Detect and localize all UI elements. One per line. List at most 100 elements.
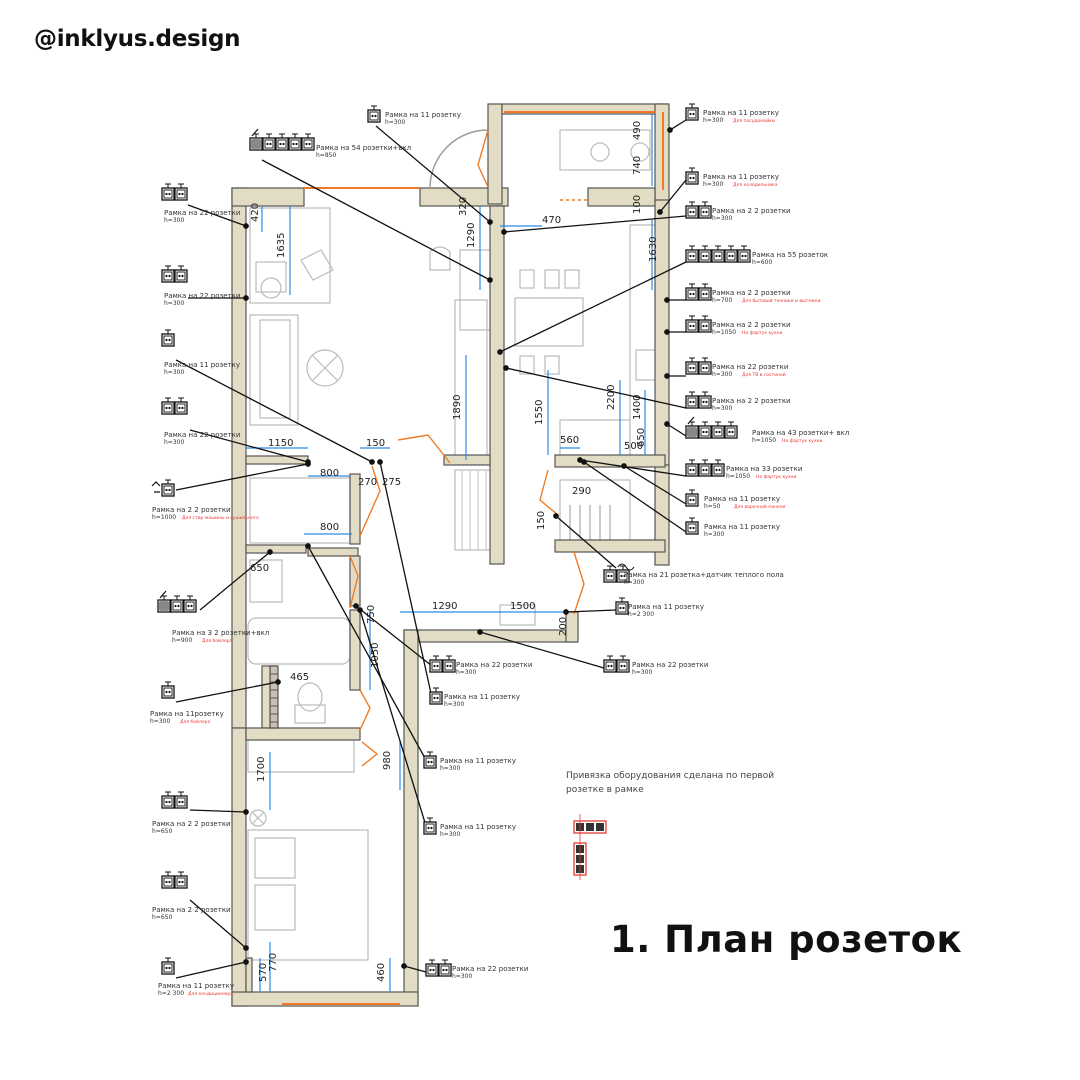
socket-height: h=2 300 xyxy=(628,611,654,618)
socket-point xyxy=(243,809,249,815)
socket-point xyxy=(305,461,311,467)
socket-point xyxy=(664,421,670,427)
socket-height: h=50 xyxy=(704,503,721,510)
socket-callout: Рамка на 21 розетка+датчик теплого полаh… xyxy=(603,563,784,586)
socket-block-icon xyxy=(603,563,635,583)
socket-block-icon xyxy=(161,791,188,809)
socket-height: h=300 xyxy=(624,579,644,586)
socket-height: h=700 xyxy=(712,297,732,304)
socket-label: Рамка на 11 розетку xyxy=(704,495,780,503)
socket-block-icon xyxy=(161,183,188,201)
socket-block-icon xyxy=(685,489,699,507)
socket-point xyxy=(243,295,249,301)
socket-label: Рамка на 33 розетки xyxy=(726,465,802,473)
socket-label: Рамка на 2 2 розетки xyxy=(152,906,231,914)
sink xyxy=(635,349,657,381)
socket-block-icon xyxy=(161,265,188,283)
shelf xyxy=(499,604,536,626)
socket-note: Для кондиционера xyxy=(188,991,233,997)
walls xyxy=(231,103,670,1007)
dimension-label: 1700 xyxy=(256,757,267,782)
socket-point xyxy=(401,963,407,969)
leader-line xyxy=(555,515,617,569)
dimension-label: 740 xyxy=(632,156,643,175)
wall-hatch xyxy=(269,665,279,729)
socket-block-icon xyxy=(429,687,443,705)
socket-label: Рамка на 2 2 розетки xyxy=(152,506,231,514)
socket-block-icon xyxy=(423,751,437,769)
socket-block-icon xyxy=(161,957,175,975)
socket-point xyxy=(501,229,507,235)
socket-block-icon xyxy=(685,103,699,121)
dimension-label: 1630 xyxy=(648,237,659,262)
socket-label: Рамка на 11 розетку xyxy=(385,111,461,119)
socket-block-icon xyxy=(249,128,315,151)
socket-point xyxy=(243,945,249,951)
dimension-label: 320 xyxy=(458,197,469,216)
leader-line xyxy=(175,961,247,979)
leader-line xyxy=(659,179,687,213)
socket-height: h=1050 xyxy=(752,437,776,444)
socket-label: Рамка на 21 розетка+датчик теплого пола xyxy=(624,571,784,579)
balcony-table xyxy=(559,129,651,171)
leader-line xyxy=(503,215,687,233)
dimension-label: 1290 xyxy=(432,601,457,612)
socket-point xyxy=(487,219,493,225)
socket-block-icon xyxy=(685,283,712,301)
socket-point xyxy=(243,959,249,965)
socket-label: Рамка на 2 2 розетки xyxy=(152,820,231,828)
leader-line xyxy=(669,119,687,131)
lamp xyxy=(260,277,282,299)
leader-line xyxy=(189,809,247,813)
socket-label: Рамка на 55 розеток xyxy=(752,251,828,259)
leader-line xyxy=(175,359,373,463)
socket-label: Рамка на 11 розетку xyxy=(164,361,240,369)
dimension-label: 1150 xyxy=(268,438,293,449)
dimension-label: 770 xyxy=(268,953,279,972)
legend-line-1: Привязка оборудования сделана по первой xyxy=(566,771,774,781)
water-icon xyxy=(151,481,161,493)
leader-line xyxy=(375,125,491,223)
socket-height: h=850 xyxy=(316,152,336,159)
socket-note: Для бытовой техники и вытяжки xyxy=(742,297,821,304)
socket-point xyxy=(377,459,383,465)
dimension-label: 650 xyxy=(636,428,647,447)
socket-point xyxy=(357,607,363,613)
armchair xyxy=(300,249,334,281)
dimension-label: 470 xyxy=(542,215,561,226)
socket-point xyxy=(353,603,359,609)
dimension-lines xyxy=(246,114,653,992)
dimension-label: 270 xyxy=(358,477,377,488)
socket-point xyxy=(621,463,627,469)
leader-line xyxy=(359,609,427,827)
dimension-label: 1890 xyxy=(452,395,463,420)
socket-block-icon xyxy=(161,329,175,347)
leader-line xyxy=(175,463,309,491)
socket-label: Рамка на 11 розетку xyxy=(628,603,704,611)
socket-height: h=300 xyxy=(164,300,184,307)
socket-label: Рамка на 22 розетки xyxy=(632,661,708,669)
dimension-label: 290 xyxy=(572,486,591,497)
sofa xyxy=(249,314,299,426)
socket-height: h=300 xyxy=(444,701,464,708)
bathtub xyxy=(247,617,351,665)
dimension-label: 570 xyxy=(258,963,269,982)
socket-height: h=300 xyxy=(440,831,460,838)
socket-label: Рамка на 22 розетки xyxy=(456,661,532,669)
socket-height: h=2 300 xyxy=(158,990,184,997)
dimension-label: 460 xyxy=(376,963,387,982)
socket-block-icon xyxy=(423,817,437,835)
dimension-label: 750 xyxy=(366,605,377,624)
leader-line xyxy=(666,423,687,437)
